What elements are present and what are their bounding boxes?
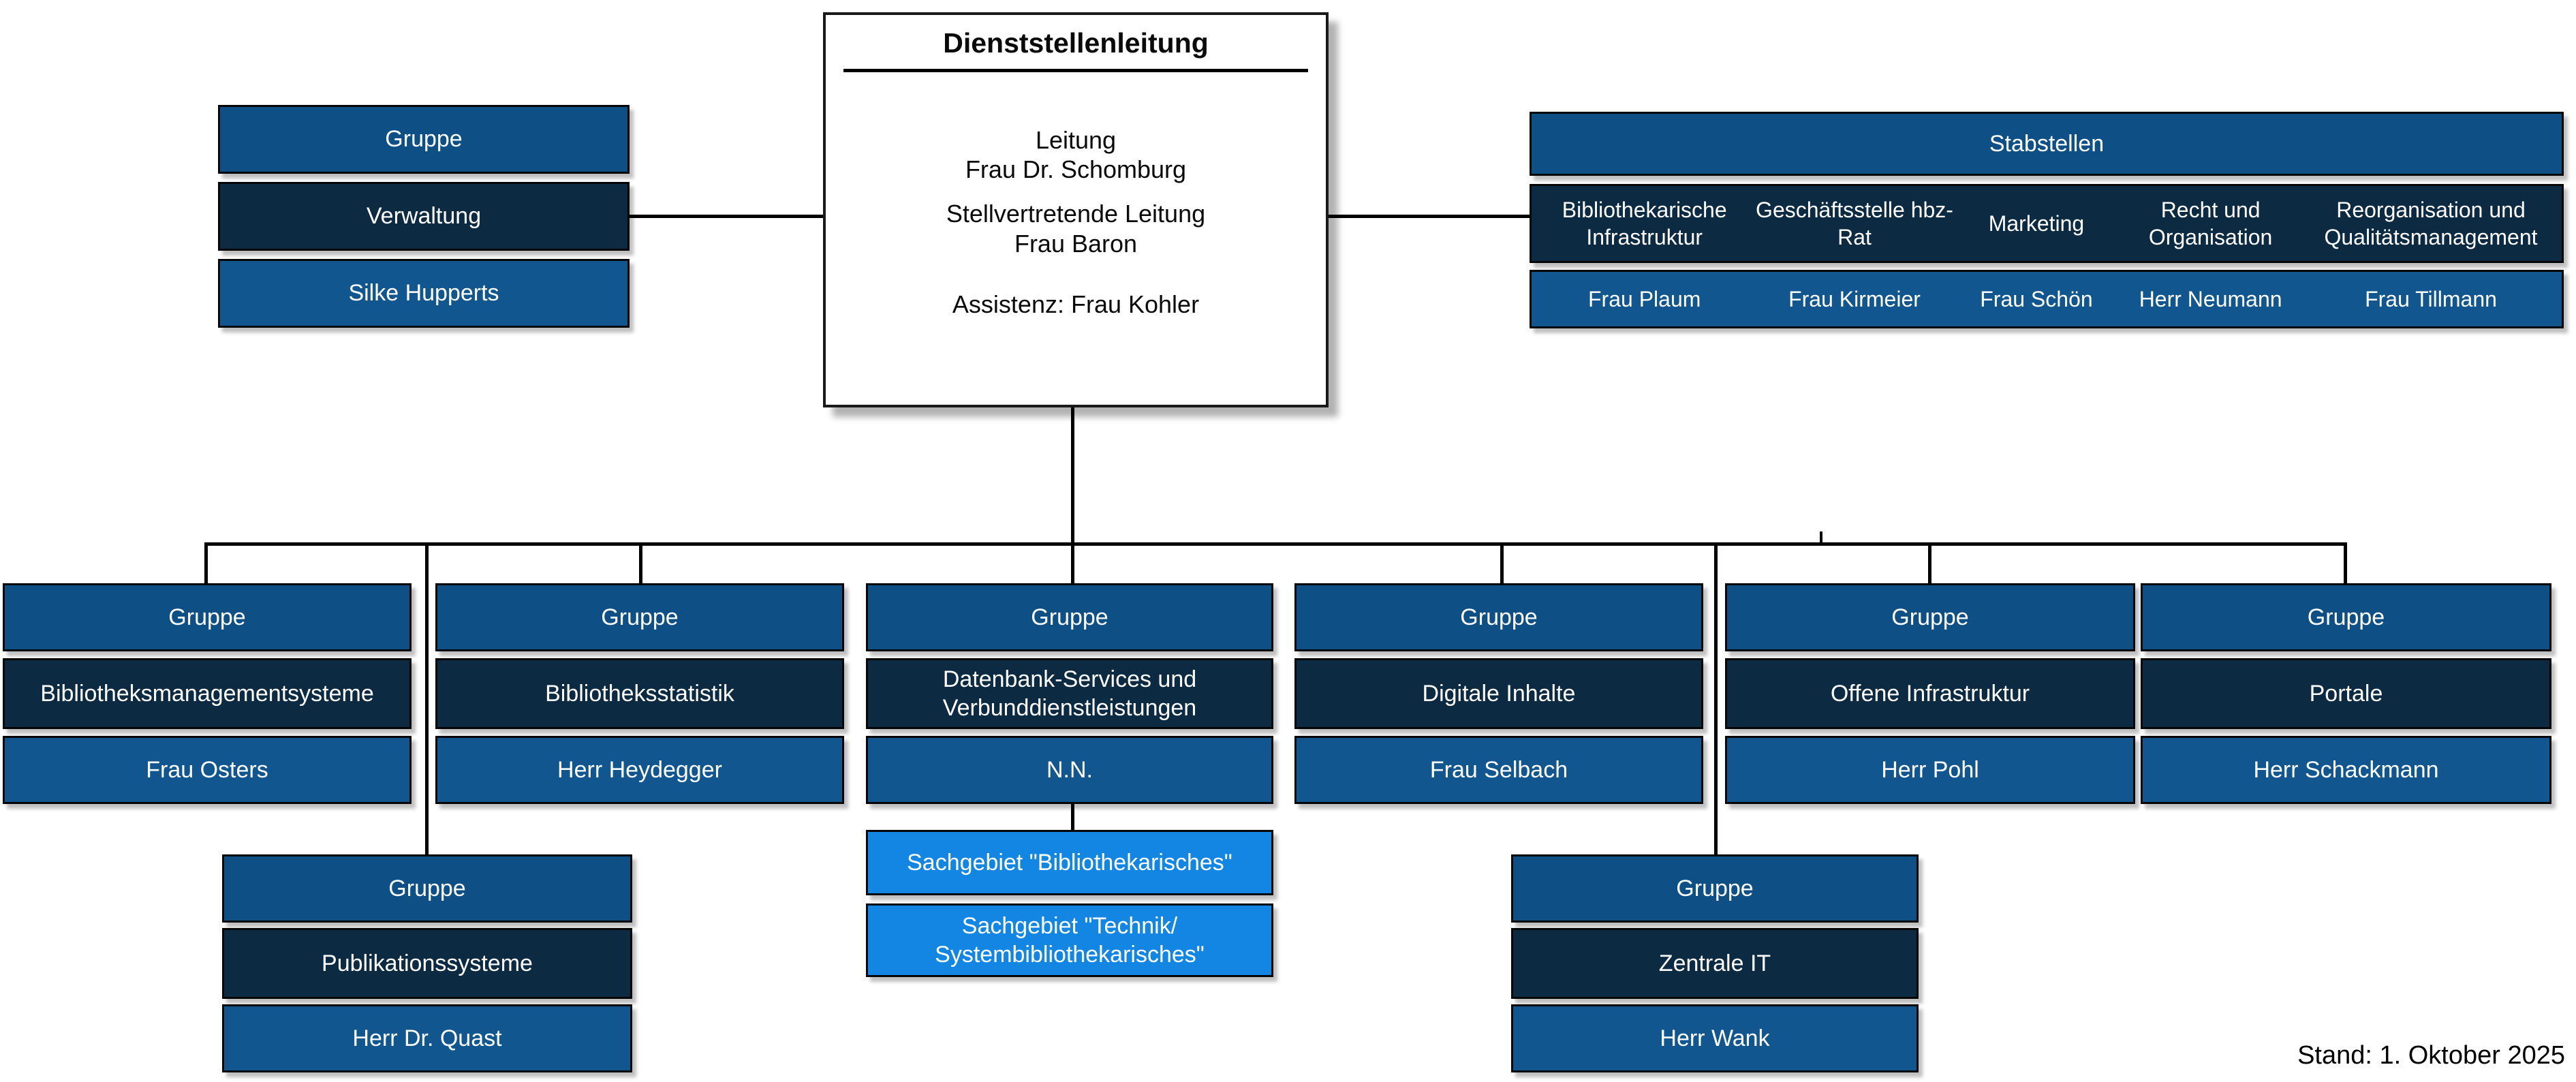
connector-verwaltung-leadership [630,215,824,218]
leadership-box: Dienststellenleitung Leitung Frau Dr. Sc… [823,12,1329,407]
group-type-box: Gruppe [3,583,412,651]
group-type-box: Gruppe [1511,854,1919,923]
assistant-line: Assistenz: Frau Kohler [952,290,1200,318]
sachgebiete-stack: Sachgebiet "Bibliothekarisches" Sachgebi… [866,830,1273,977]
tick-mark [1820,531,1822,544]
group-type-box: Gruppe [1725,583,2135,651]
connector-leadership-riser [1071,406,1074,585]
stabstellen-column-label: Marketing [1988,211,2085,236]
leadership-title: Dienststellenleitung [943,27,1209,59]
group-type-box: Gruppe [866,583,1273,651]
unit-name-box: Verwaltung [218,182,630,251]
connector-drop-publikationssysteme [425,542,429,856]
unit-name-box: Portale [2141,658,2551,729]
stabstellen-column-label: Bibliothekarische Infrastruktur [1562,198,1727,249]
connector-nn-sachgebiete [1071,804,1074,831]
person-box: N.N. [866,736,1273,804]
leitung-label: Leitung [1035,126,1117,154]
leadership-body: Leitung Frau Dr. Schomburg Stellvertrete… [826,125,1326,319]
sachgebiet-box: Sachgebiet "Bibliothekarisches" [866,830,1273,895]
unit-name-box: Bibliotheksstatistik [435,658,844,729]
group-bibliotheksstatistik: Gruppe Bibliotheksstatistik Herr Heydegg… [435,583,844,804]
connector-bus [204,542,2347,546]
stabstellen-column-label: Reorganisation und Qualitätsmanagement [2324,198,2538,249]
group-type-box: Gruppe [222,854,632,923]
connector-drop-group-6 [2344,542,2347,585]
stabstellen-labels-row: Bibliothekarische Infrastruktur Geschäft… [1530,184,2564,263]
deputy-label: Stellvertretende Leitung [946,200,1206,228]
stabstellen-group: Stabstellen Bibliothekarische Infrastruk… [1530,112,2564,328]
unit-name-box: Publikationssysteme [222,928,632,999]
connector-drop-group-4 [1500,542,1504,585]
title-divider [843,69,1308,72]
person-box: Frau Osters [3,736,412,804]
stabstellen-column-person: Frau Kirmeier [1788,287,1921,311]
status-date: Stand: 1. Oktober 2025 [2297,1041,2565,1070]
connector-drop-group-5 [1928,542,1931,585]
stabstellen-column-label: Geschäftsstelle hbz-Rat [1756,198,1953,249]
group-bibliotheksmanagementsysteme: Gruppe Bibliotheksmanagementsysteme Frau… [3,583,412,804]
group-publikationssysteme: Gruppe Publikationssysteme Herr Dr. Quas… [222,854,632,1072]
group-type-box: Gruppe [435,583,844,651]
sachgebiet-box: Sachgebiet "Technik/ Systembibliothekari… [866,903,1273,977]
stabstellen-column-person: Herr Neumann [2139,287,2282,311]
stabstellen-column-person: Frau Schön [1980,287,2093,311]
verwaltung-group: Gruppe Verwaltung Silke Hupperts [218,105,630,328]
person-box: Herr Pohl [1725,736,2135,804]
stabstellen-column-person: Frau Plaum [1588,287,1701,311]
connector-drop-group-2 [639,542,642,585]
stabstellen-header: Stabstellen [1530,112,2564,176]
person-box: Frau Selbach [1294,736,1703,804]
stabstellen-persons-row: Frau Plaum Frau Kirmeier Frau Schön Herr… [1530,270,2564,328]
person-box: Herr Wank [1511,1004,1919,1072]
unit-name-box: Digitale Inhalte [1294,658,1703,729]
connector-drop-zentrale-it [1714,542,1718,856]
group-type-box: Gruppe [1294,583,1703,651]
stabstellen-column-label: Recht und Organisation [2148,198,2273,249]
person-box: Herr Dr. Quast [222,1004,632,1072]
group-portale: Gruppe Portale Herr Schackmann [2141,583,2551,804]
group-digitale-inhalte: Gruppe Digitale Inhalte Frau Selbach [1294,583,1703,804]
leitung-name: Frau Dr. Schomburg [965,155,1187,184]
person-box: Herr Heydegger [435,736,844,804]
person-box: Herr Schackmann [2141,736,2551,804]
group-datenbank-services: Gruppe Datenbank-Services und Verbunddie… [866,583,1273,804]
stabstellen-column-person: Frau Tillmann [2365,287,2497,311]
unit-name-box: Bibliotheksmanagementsysteme [3,658,412,729]
group-offene-infrastruktur: Gruppe Offene Infrastruktur Herr Pohl [1725,583,2135,804]
connector-leadership-stabstellen [1327,215,1531,218]
unit-name-box: Zentrale IT [1511,928,1919,999]
person-box: Silke Hupperts [218,259,630,328]
group-type-box: Gruppe [2141,583,2551,651]
unit-name-box: Datenbank-Services und Verbunddienstleis… [866,658,1273,729]
unit-name-box: Offene Infrastruktur [1725,658,2135,729]
deputy-name: Frau Baron [1014,229,1138,258]
group-type-box: Gruppe [218,105,630,174]
connector-drop-group-1 [204,542,208,585]
group-zentrale-it: Gruppe Zentrale IT Herr Wank [1511,854,1919,1072]
